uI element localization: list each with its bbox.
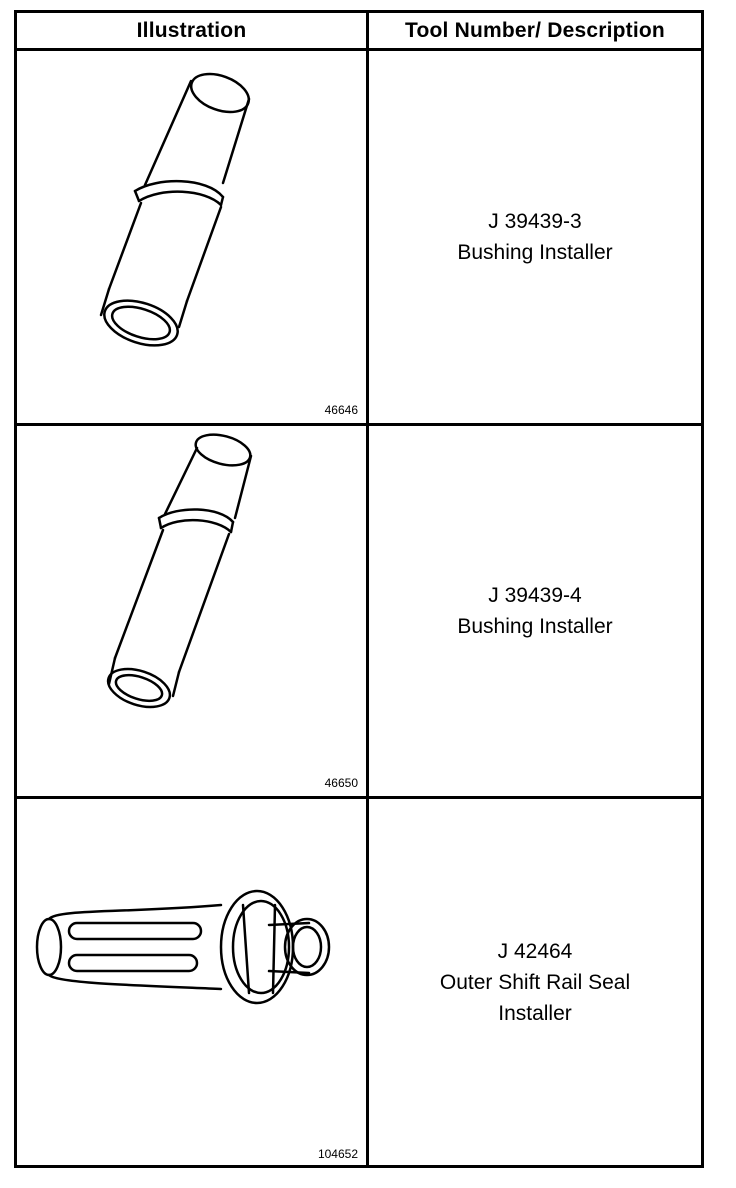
tool-description: Outer Shift Rail Seal [439,970,631,994]
illustration-cell: 46646 [17,51,366,423]
description-cell: J 39439-3 Bushing Installer [369,51,701,423]
tool-description: Bushing Installer [457,241,613,264]
seal-installer-icon [35,889,331,1005]
description-cell: J 42464 Outer Shift Rail Seal Installer [369,799,701,1165]
illustration-cell: 46650 [17,426,366,796]
figure-number: 46646 [324,403,358,417]
bushing-installer-icon [106,433,253,709]
description-cell: J 39439-4 Bushing Installer [369,426,701,796]
table-header: Illustration Tool Number/ Description [17,13,701,51]
table-row: 46646 J 39439-3 Bushing Installer [17,51,701,423]
row-divider [17,423,701,426]
table-row: 104652 J 42464 Outer Shift Rail Seal Ins… [17,799,701,1165]
tool-number: J 39439-4 [488,584,582,607]
figure-number: 104652 [317,1147,358,1161]
column-divider [366,13,369,1165]
tool-number: J 42464 [497,939,573,963]
illustration-header: Illustration [136,18,247,42]
tool-description: Bushing Installer [457,615,613,638]
row-divider [17,796,701,799]
tool-table: Illustration Tool Number/ Description 46… [14,10,704,1168]
tool-number-header: Tool Number/ Description [405,18,665,42]
tool-number: J 39439-3 [488,210,582,233]
table-row: 46650 J 39439-4 Bushing Installer [17,426,701,796]
illustration-cell: 104652 [17,799,366,1165]
bushing-installer-icon [99,72,251,347]
figure-number: 46650 [324,776,358,790]
tool-description-2: Installer [498,1001,572,1025]
